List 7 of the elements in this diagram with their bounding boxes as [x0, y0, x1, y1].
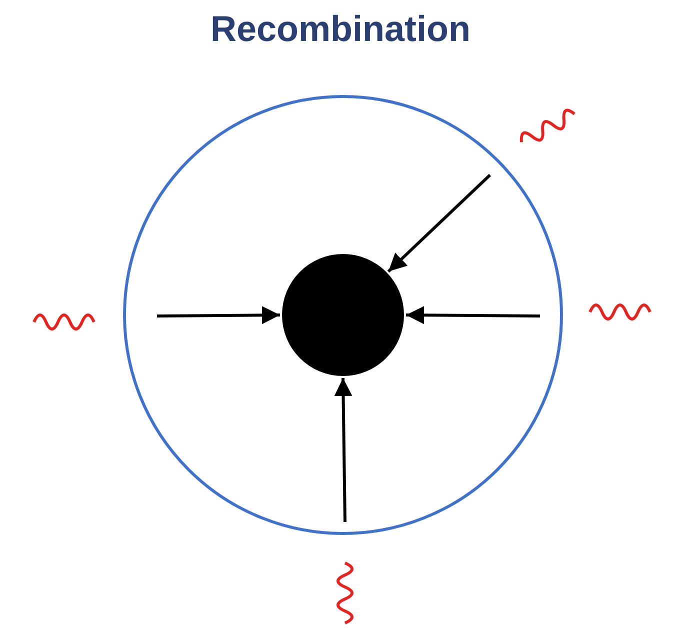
outer-circle — [123, 95, 563, 535]
particle-dot — [282, 254, 404, 376]
arrow — [406, 306, 540, 324]
arrow — [334, 378, 352, 522]
diagram-title: Recombination — [209, 8, 472, 50]
arrow — [387, 174, 492, 273]
arrow — [156, 306, 280, 324]
